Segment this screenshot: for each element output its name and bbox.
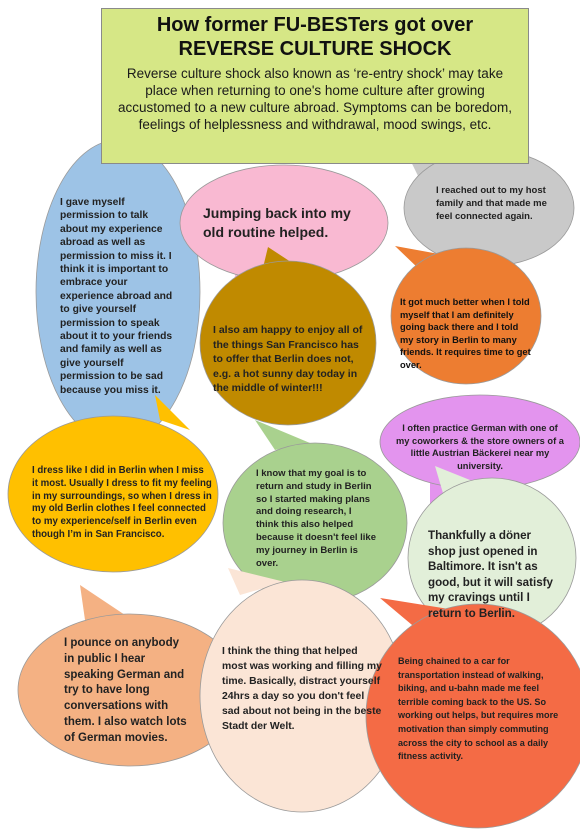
bubble-san-francisco <box>199 247 377 426</box>
bubble-working <box>199 568 405 813</box>
bubble-text-permission: I gave myself permission to talk about m… <box>60 197 173 396</box>
bubble-car <box>365 598 580 829</box>
bubble-working-tail <box>228 568 285 595</box>
bubble-text-dress: I dress like I did in Berlin when I miss… <box>32 465 212 540</box>
bubble-car-tail <box>380 598 455 630</box>
bubble-text-doner: Thankfully a döner shop just opened in B… <box>428 529 553 620</box>
bubble-text-san-francisco: I also am happy to enjoy all of the thin… <box>213 324 363 394</box>
bubble-text-car: Being chained to a car for transportatio… <box>398 656 559 762</box>
bubble-goal <box>222 420 408 604</box>
bubble-text-routine: Jumping back into my old routine helped. <box>203 205 351 240</box>
bubble-dress <box>7 395 219 573</box>
bubble-doner <box>407 466 577 639</box>
title-line-1: How former FU-BESTers got over <box>156 14 474 36</box>
title-line-2: REVERSE CULTURE SHOCK <box>178 38 452 60</box>
subtitle: Reverse culture shock also known as ‘re-… <box>118 66 512 132</box>
bubble-text-host-family: I reached out to my host family and that… <box>436 185 547 222</box>
bubble-text-practice-german: I often practice German with one of my c… <box>396 423 564 471</box>
bubble-text-pounce: I pounce on anybody in public I hear spe… <box>64 637 187 744</box>
bubble-car-body <box>365 603 580 829</box>
bubble-text-working: I think the thing that helped most was w… <box>222 646 382 732</box>
bubble-pounce <box>17 585 243 767</box>
bubble-text-goal: I know that my goal is to return and stu… <box>256 468 376 569</box>
bubble-dress-body <box>7 415 219 573</box>
header-box: How former FU-BESTers got over REVERSE C… <box>101 8 529 164</box>
bubble-going-back <box>390 246 542 385</box>
bubble-goal-tail <box>255 420 310 450</box>
bubble-going-back-body <box>390 247 542 385</box>
bubble-text-going-back: It got much better when I told myself th… <box>400 297 531 370</box>
bubble-going-back-tail <box>395 246 450 270</box>
bubble-san-francisco-body <box>199 260 377 426</box>
bubble-pounce-tail <box>80 585 125 620</box>
bubble-dress-tail <box>155 395 190 430</box>
